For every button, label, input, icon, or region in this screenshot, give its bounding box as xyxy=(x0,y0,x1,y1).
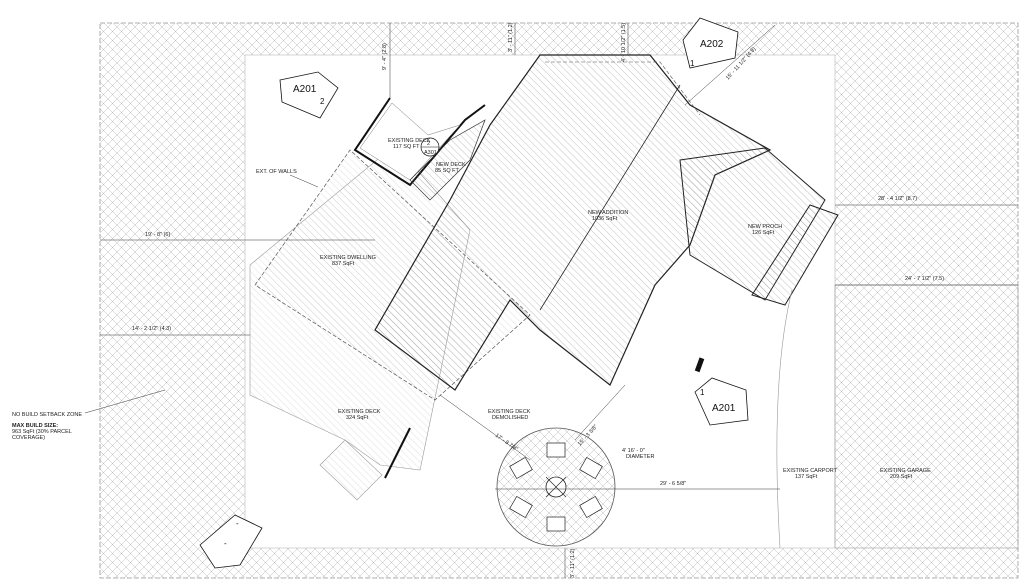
dim-diameter: 4' 16' - 0" xyxy=(622,448,645,454)
dim-left-top: 19' - 8" (6) xyxy=(145,232,170,238)
setback-zone-label: NO BUILD SETBACK ZONE xyxy=(12,412,82,418)
chair-icon xyxy=(546,516,566,532)
chair-icon xyxy=(546,442,566,458)
chair-icon xyxy=(579,495,603,519)
section-tag-a201-bottom: A201 1 xyxy=(694,377,749,426)
chair-icon xyxy=(509,456,533,480)
existing-deck-top-area: 117 SQ FT xyxy=(393,144,420,150)
existing-deck-top-label: EXISTING DECK xyxy=(388,138,431,144)
section-tag-a202: A202 1 xyxy=(682,17,739,69)
section-tag-a201-top: A201 2 xyxy=(279,71,339,119)
dim-bottom: 3' - 11" (1.2) xyxy=(570,548,576,578)
max-build-title: MAX BUILD SIZE: xyxy=(12,423,58,429)
dim-top-c: 4' - 10 1/2" (1.5) xyxy=(621,23,627,62)
new-porch-area: 126 SqFt xyxy=(752,230,775,236)
existing-carport-area: 137 SqFt xyxy=(795,474,818,480)
deck-steps xyxy=(319,439,383,501)
new-addition xyxy=(374,54,772,391)
existing-deck-top-wall xyxy=(353,97,486,187)
existing-dwelling-label: EXISTING DWELLING xyxy=(320,255,376,261)
existing-deck-bottom-area: 324 SqFt xyxy=(346,415,369,421)
carport-outline xyxy=(776,289,793,549)
chair-icon xyxy=(579,456,603,480)
svg-text:1: 1 xyxy=(690,59,695,68)
dim-left-mid: 14' - 2 1/2" (4.3) xyxy=(132,326,171,332)
addition-division xyxy=(539,84,681,311)
garage-zone xyxy=(834,284,1019,549)
new-deck-label: NEW DECK xyxy=(436,162,466,168)
wall-segment xyxy=(384,427,411,479)
new-deck xyxy=(409,119,486,201)
ext-walls-label: EXT. OF WALLS xyxy=(256,169,297,175)
dimension-lines xyxy=(84,23,1018,578)
svg-text:A201: A201 xyxy=(293,84,317,95)
addition-division-2 xyxy=(545,61,701,116)
north-marker: - - xyxy=(199,514,263,569)
new-addition-label: NEW ADDITION xyxy=(588,210,628,216)
parcel-boundary xyxy=(99,22,1019,579)
dim-right-mid: 24' - 7 1/2" (7.5) xyxy=(905,276,944,282)
dim-diameter-2: DIAMETER xyxy=(626,454,654,460)
detail-tag-a301: 2 A301 xyxy=(420,137,440,157)
svg-text:A301: A301 xyxy=(424,150,437,156)
svg-text:A201: A201 xyxy=(712,403,736,414)
max-build-value-2: COVERAGE) xyxy=(12,435,45,441)
existing-garage-area: 209 SqFt xyxy=(890,474,913,480)
svg-text:2: 2 xyxy=(427,141,430,147)
section-marker xyxy=(694,357,705,373)
svg-text:1: 1 xyxy=(700,388,705,397)
svg-text:-: - xyxy=(224,539,227,548)
dim-horizontal: 29' - 6 5/8" xyxy=(660,481,686,487)
dim-top-a: 9' - 4" (2.8) xyxy=(382,43,388,70)
existing-carport-label: EXISTING CARPORT xyxy=(783,468,838,474)
dim-circle-a: 17' - 8 7/8" xyxy=(494,433,519,453)
deck-demolished-label-2: DEMOLISHED xyxy=(492,415,528,421)
svg-text:-: - xyxy=(236,519,239,528)
existing-garage-label: EXISTING GARAGE xyxy=(880,468,931,474)
existing-dwelling-area: 837 SqFt xyxy=(332,261,355,267)
existing-deck-bottom-label: EXISTING DECK xyxy=(338,409,381,415)
svg-text:A202: A202 xyxy=(700,39,724,50)
new-addition-area: 1036 SqFt xyxy=(592,216,618,222)
chair-icon xyxy=(509,495,533,519)
max-build-value: 963 SqFt (30% PARCEL xyxy=(12,429,72,435)
porch-steps xyxy=(751,204,839,306)
svg-text:2: 2 xyxy=(320,97,325,106)
new-deck-area: 85 SQ FT xyxy=(435,168,459,174)
dim-right-top: 28' - 4 1/2" (8.7) xyxy=(878,196,917,202)
deck-demolished-label: EXISTING DECK xyxy=(488,409,531,415)
new-porch-label: NEW PROCH xyxy=(748,224,782,230)
dim-top-b: 3' - 11" (1.2) xyxy=(508,22,514,52)
